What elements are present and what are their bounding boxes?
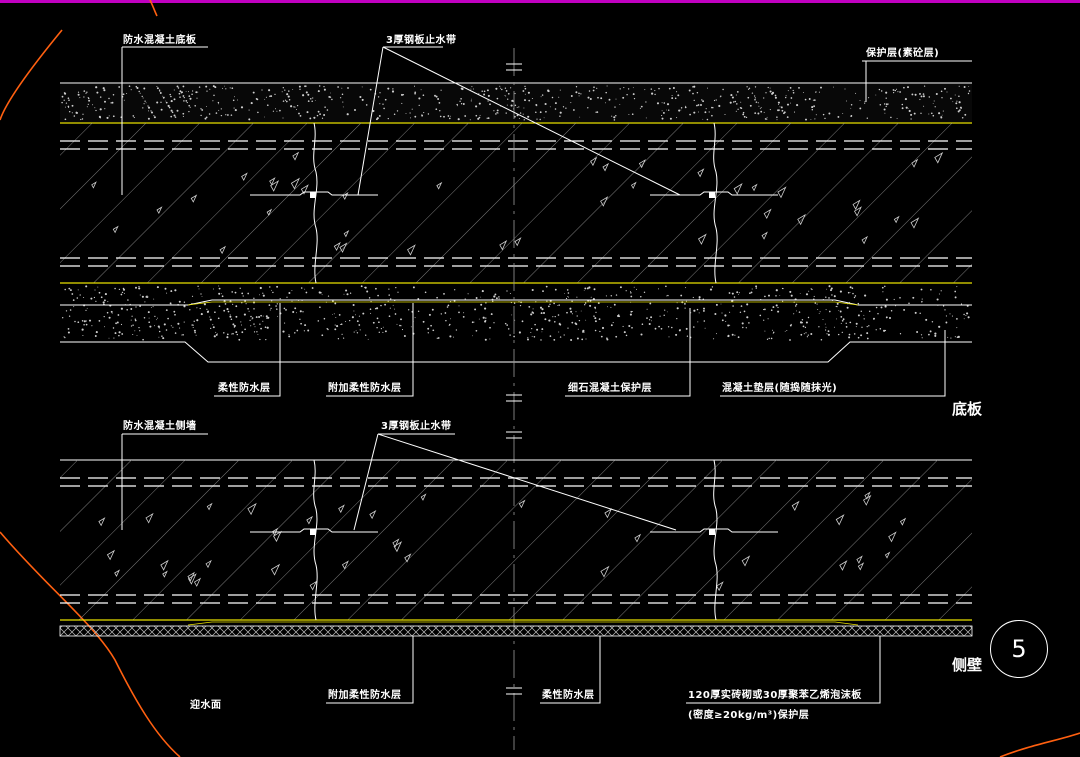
top-leaders [121,46,972,397]
top-rebar-lines [60,140,972,267]
section-title-floor: 底板 [952,400,983,418]
top-concrete-slab [60,123,972,283]
bottom-concrete-wall [60,460,972,620]
bottom-foam-board [59,625,973,637]
top-protection-layer [60,84,972,122]
label-concrete-floor: 防水混凝土底板 [123,35,197,46]
label-foam-board-1: 120厚实砖砌或30厚聚苯乙烯泡沫板 [688,690,862,701]
label-concrete-wall: 防水混凝土侧墙 [123,421,197,432]
bottom-additional-layer [187,621,859,626]
label-cushion: 混凝土垫层(随捣随抹光) [722,383,838,394]
label-waterstop-bottom: 3厚钢板止水带 [381,421,452,432]
orange-curve-bottom [0,531,181,757]
label-flexible-layer-bottom: 柔性防水层 [542,690,595,701]
top-cushion-bottom [60,341,972,363]
label-water-side: 迎水面 [190,700,222,711]
label-flexible-layer-top: 柔性防水层 [218,383,271,394]
top-cushion-layer [62,285,970,341]
label-protection-layer: 保护层(素砼层) [866,48,940,59]
orange-curve-top [149,0,158,17]
label-additional-layer-bottom: 附加柔性防水层 [328,690,402,701]
top-border-line [0,0,1080,3]
top-additional-layer [187,301,859,306]
bottom-joint-right [650,459,778,621]
orange-curve-right [999,732,1080,757]
orange-curve-left [0,29,63,121]
label-foam-board-2: (密度≥20kg/m³)保护层 [688,710,810,721]
label-waterstop-top: 3厚钢板止水带 [386,35,457,46]
label-fine-stone: 细石混凝土保护层 [568,383,652,394]
top-flexible-layer-outline [60,299,972,306]
bottom-leaders [121,433,881,704]
label-additional-layer-top: 附加柔性防水层 [328,383,402,394]
section-title-wall: 侧壁 [952,656,983,674]
detail-number-circle: 5 [990,620,1048,678]
top-joint-right [650,122,778,284]
